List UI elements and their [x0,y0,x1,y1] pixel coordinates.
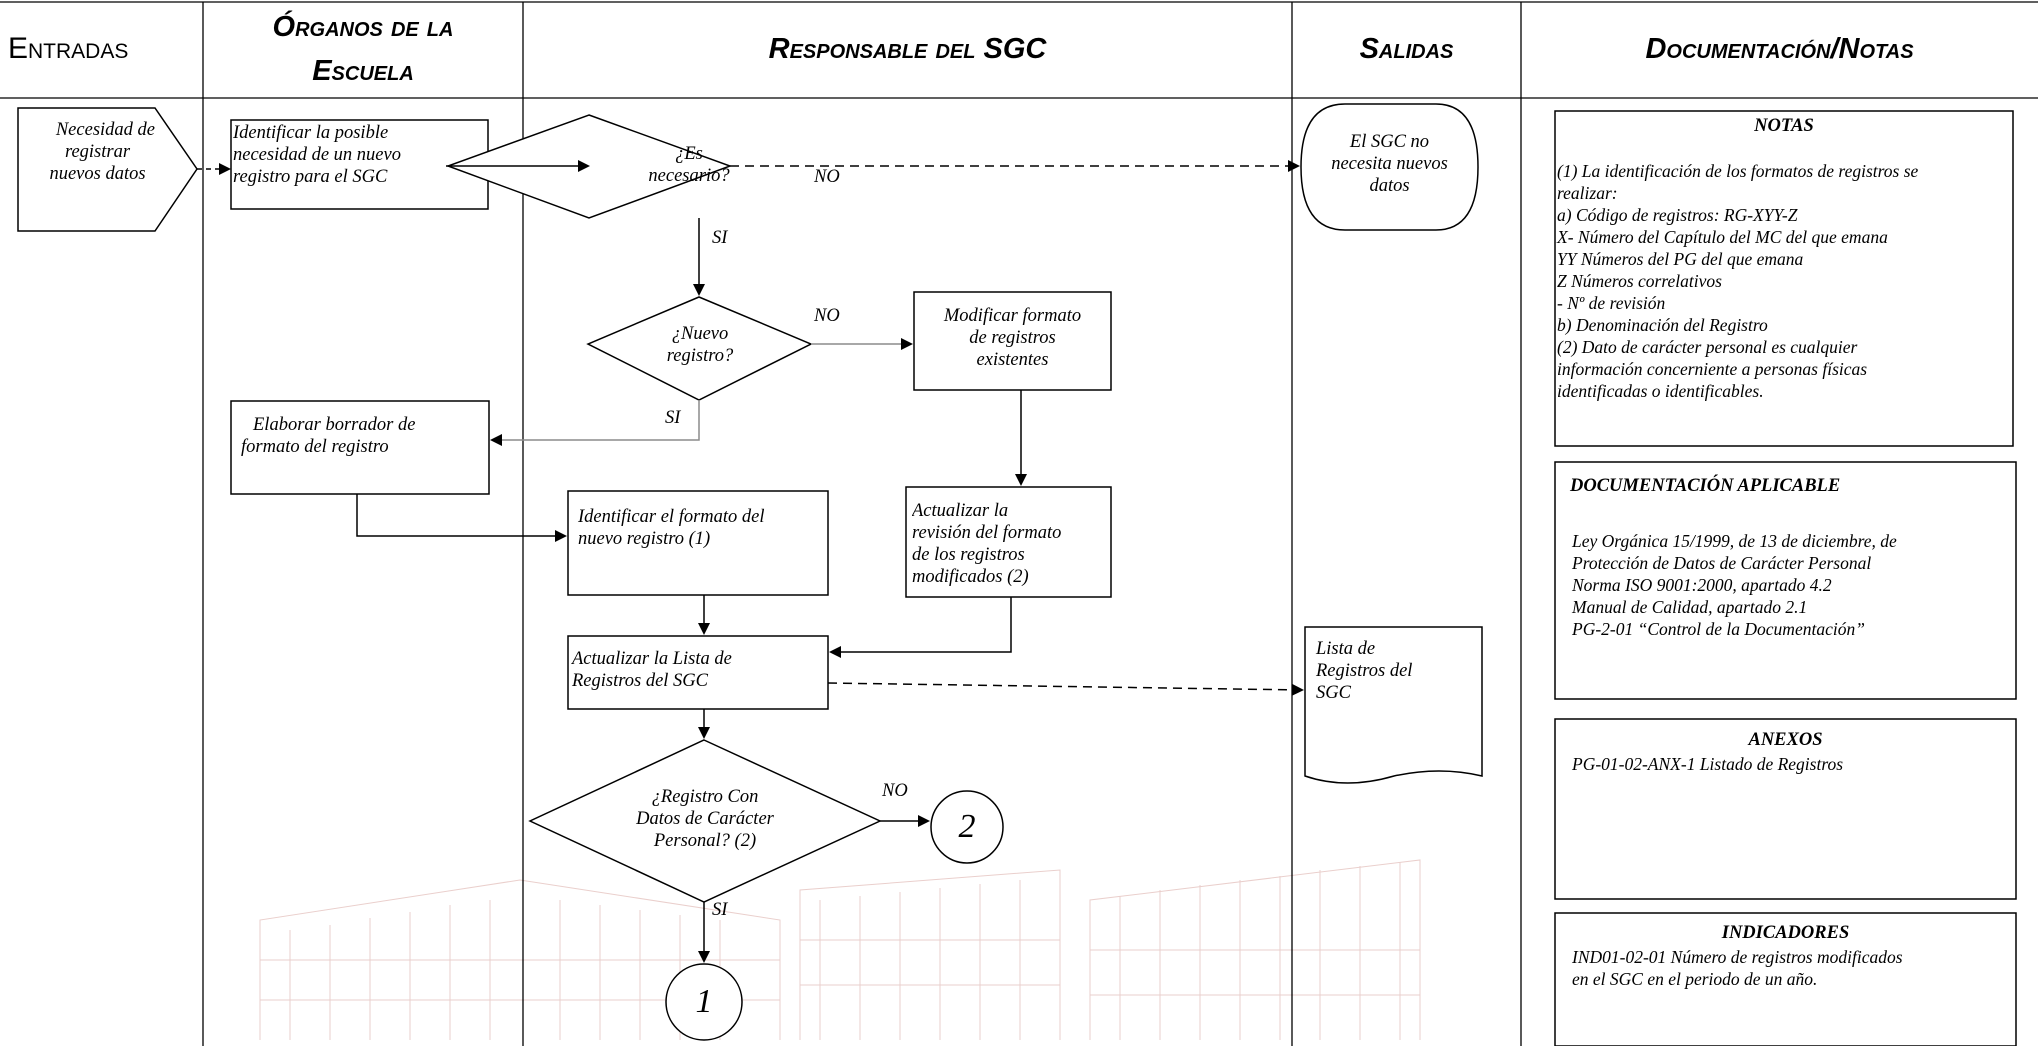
notas-line: - Nº de revisión [1557,293,1666,313]
notas-line: a) Código de registros: RG-XYY-Z [1557,205,1798,225]
connector-1-label: 1 [695,983,713,1020]
terminal-sgc-no-necesita [1300,103,1479,231]
anexos-line: PG-01-02-ANX-1 Listado de Registros [1572,754,1844,774]
notas-line: (1) La identificación de los formatos de… [1557,161,1919,181]
arrow-si-to-elaborar [490,400,700,446]
notas-line: Z Números correlativos [1557,271,1722,291]
process-identificar-necesidad [230,119,489,210]
label-no-3: NO [882,781,908,801]
process-identificar-formato [567,490,829,596]
header-organos-line2: Escuela [312,55,414,87]
header-entradas: Entradas [0,0,211,98]
connector-1 [665,963,743,1041]
notas-line: identificadas o identificables. [1557,381,1764,401]
notas-line: realizar: [1557,183,1618,203]
header-organos: Órganos de la Escuela [203,0,523,98]
header-responsable-text: Responsable del SGC [768,33,1047,65]
documentacion-line: Ley Orgánica 15/1999, de 13 de diciembre… [1572,531,1897,551]
notas-box [1554,110,2014,447]
arrow-elaborar-to-identificar-formato [356,494,567,542]
connector-2 [930,790,1004,864]
process-actualizar-revision [905,486,1112,598]
indicadores-line: IND01-02-01 Número de registros modifica… [1572,947,1903,967]
documentacion-title: DOCUMENTACIÓN APLICABLE [1570,476,1841,496]
notas-body: (1) La identificación de los formatos de… [1557,160,2011,402]
label-si-1: SI [712,228,728,248]
documentacion-box [1554,461,2017,700]
anexos-body: PG-01-02-ANX-1 Listado de Registros [1572,753,2012,775]
notas-line: YY Números del PG del que emana [1557,249,1804,269]
documentacion-line: Norma ISO 9001:2000, apartado 4.2 [1572,575,1832,595]
label-si-2: SI [665,408,681,428]
header-entradas-text: Entradas [8,32,129,65]
header-salidas-text: Salidas [1359,33,1454,65]
notas-line: (2) Dato de carácter personal es cualqui… [1557,337,1858,357]
documentacion-line: Protección de Datos de Carácter Personal [1572,553,1872,573]
connector-2-label: 2 [958,808,976,845]
process-actualizar-lista [567,635,829,710]
anexos-box [1554,718,2017,900]
arrow-lista-to-document [827,682,1304,696]
label-no-1: NO [814,167,840,187]
header-salidas: Salidas [1292,0,1521,98]
process-elaborar-borrador [230,400,490,495]
header-organos-line1: Órganos de la [272,11,454,43]
indicadores-body: IND01-02-01 Número de registros modifica… [1572,946,2012,990]
indicadores-line: en el SGC en el periodo de un año. [1572,969,1818,989]
process-modificar-formato [913,291,1112,391]
header-documentacion-text: Documentación/Notas [1645,33,1914,65]
label-no-2: NO [814,306,840,326]
documentacion-line: PG-2-01 “Control de la Documentación” [1572,619,1865,639]
documentacion-body: Ley Orgánica 15/1999, de 13 de diciembre… [1572,530,2012,640]
notas-line: información concerniente a personas físi… [1557,359,1868,379]
indicadores-title: INDICADORES [1721,923,1850,943]
label-si-3: SI [712,900,728,920]
notas-line: X- Número del Capítulo del MC del que em… [1557,227,1888,247]
arrow-revision-to-lista [829,597,1012,658]
notas-title: NOTAS [1754,116,1814,136]
header-documentacion: Documentación/Notas [1521,0,2038,98]
input-pentagon [17,107,198,232]
document-lista-registros [1304,626,1483,784]
notas-line: b) Denominación del Registro [1557,315,1768,335]
watermark-building [259,859,1421,1040]
documentacion-line: Manual de Calidad, apartado 2.1 [1572,597,1808,617]
anexos-title: ANEXOS [1748,730,1823,750]
indicadores-box [1554,912,2017,1046]
header-responsable: Responsable del SGC [523,0,1292,98]
